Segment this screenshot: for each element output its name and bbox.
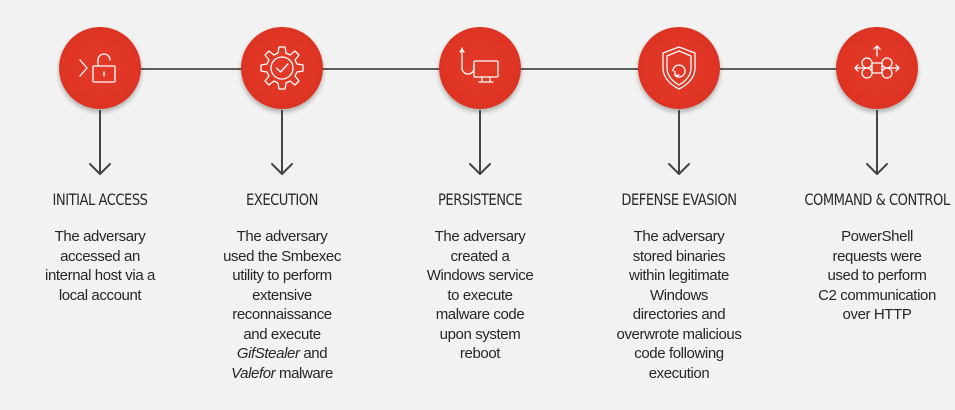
stage-description: The adversary stored binaries within leg… (616, 228, 742, 382)
down-arrow-icon (89, 110, 111, 175)
stage-execution: EXECUTION The adversary used the Smbexec… (182, 0, 382, 410)
stage-icon-circle (59, 27, 141, 109)
command-arrows-icon (854, 45, 900, 79)
stage-icon-circle (241, 27, 323, 109)
gear-checkmark-icon (260, 46, 304, 90)
stage-icon-circle (638, 27, 720, 109)
stage-command-and-control: COMMAND & CONTROL PowerShell requests we… (777, 0, 955, 410)
down-arrow-icon (668, 110, 690, 175)
stage-description: The adversary used the Smbexec utility t… (223, 228, 341, 382)
stage-icon-circle (836, 27, 918, 109)
stage-defense-evasion: DEFENSE EVASION The adversary stored bin… (579, 0, 779, 410)
stage-description: The adversary accessed an internal host … (45, 228, 155, 304)
stage-title: PERSISTENCE (437, 190, 523, 209)
hook-monitor-icon (459, 47, 499, 83)
shield-refresh-icon (662, 46, 696, 90)
down-arrow-icon (469, 110, 491, 175)
stage-title: COMMAND & CONTROL (804, 190, 950, 209)
down-arrow-icon (271, 110, 293, 175)
down-arrow-icon (866, 110, 888, 175)
stage-title: EXECUTION (246, 190, 318, 209)
stage-description: The adversary created a Windows service … (426, 228, 534, 362)
stage-persistence: PERSISTENCE The adversary created a Wind… (380, 0, 580, 410)
stage-title: DEFENSE EVASION (621, 190, 737, 209)
stage-description: PowerShell requests were used to perform… (818, 228, 936, 323)
unlocked-padlock-icon (79, 53, 116, 83)
stage-initial-access: INITIAL ACCESS The adversary accessed an… (0, 0, 200, 410)
stage-title: INITIAL ACCESS (52, 190, 148, 209)
stage-icon-circle (439, 27, 521, 109)
